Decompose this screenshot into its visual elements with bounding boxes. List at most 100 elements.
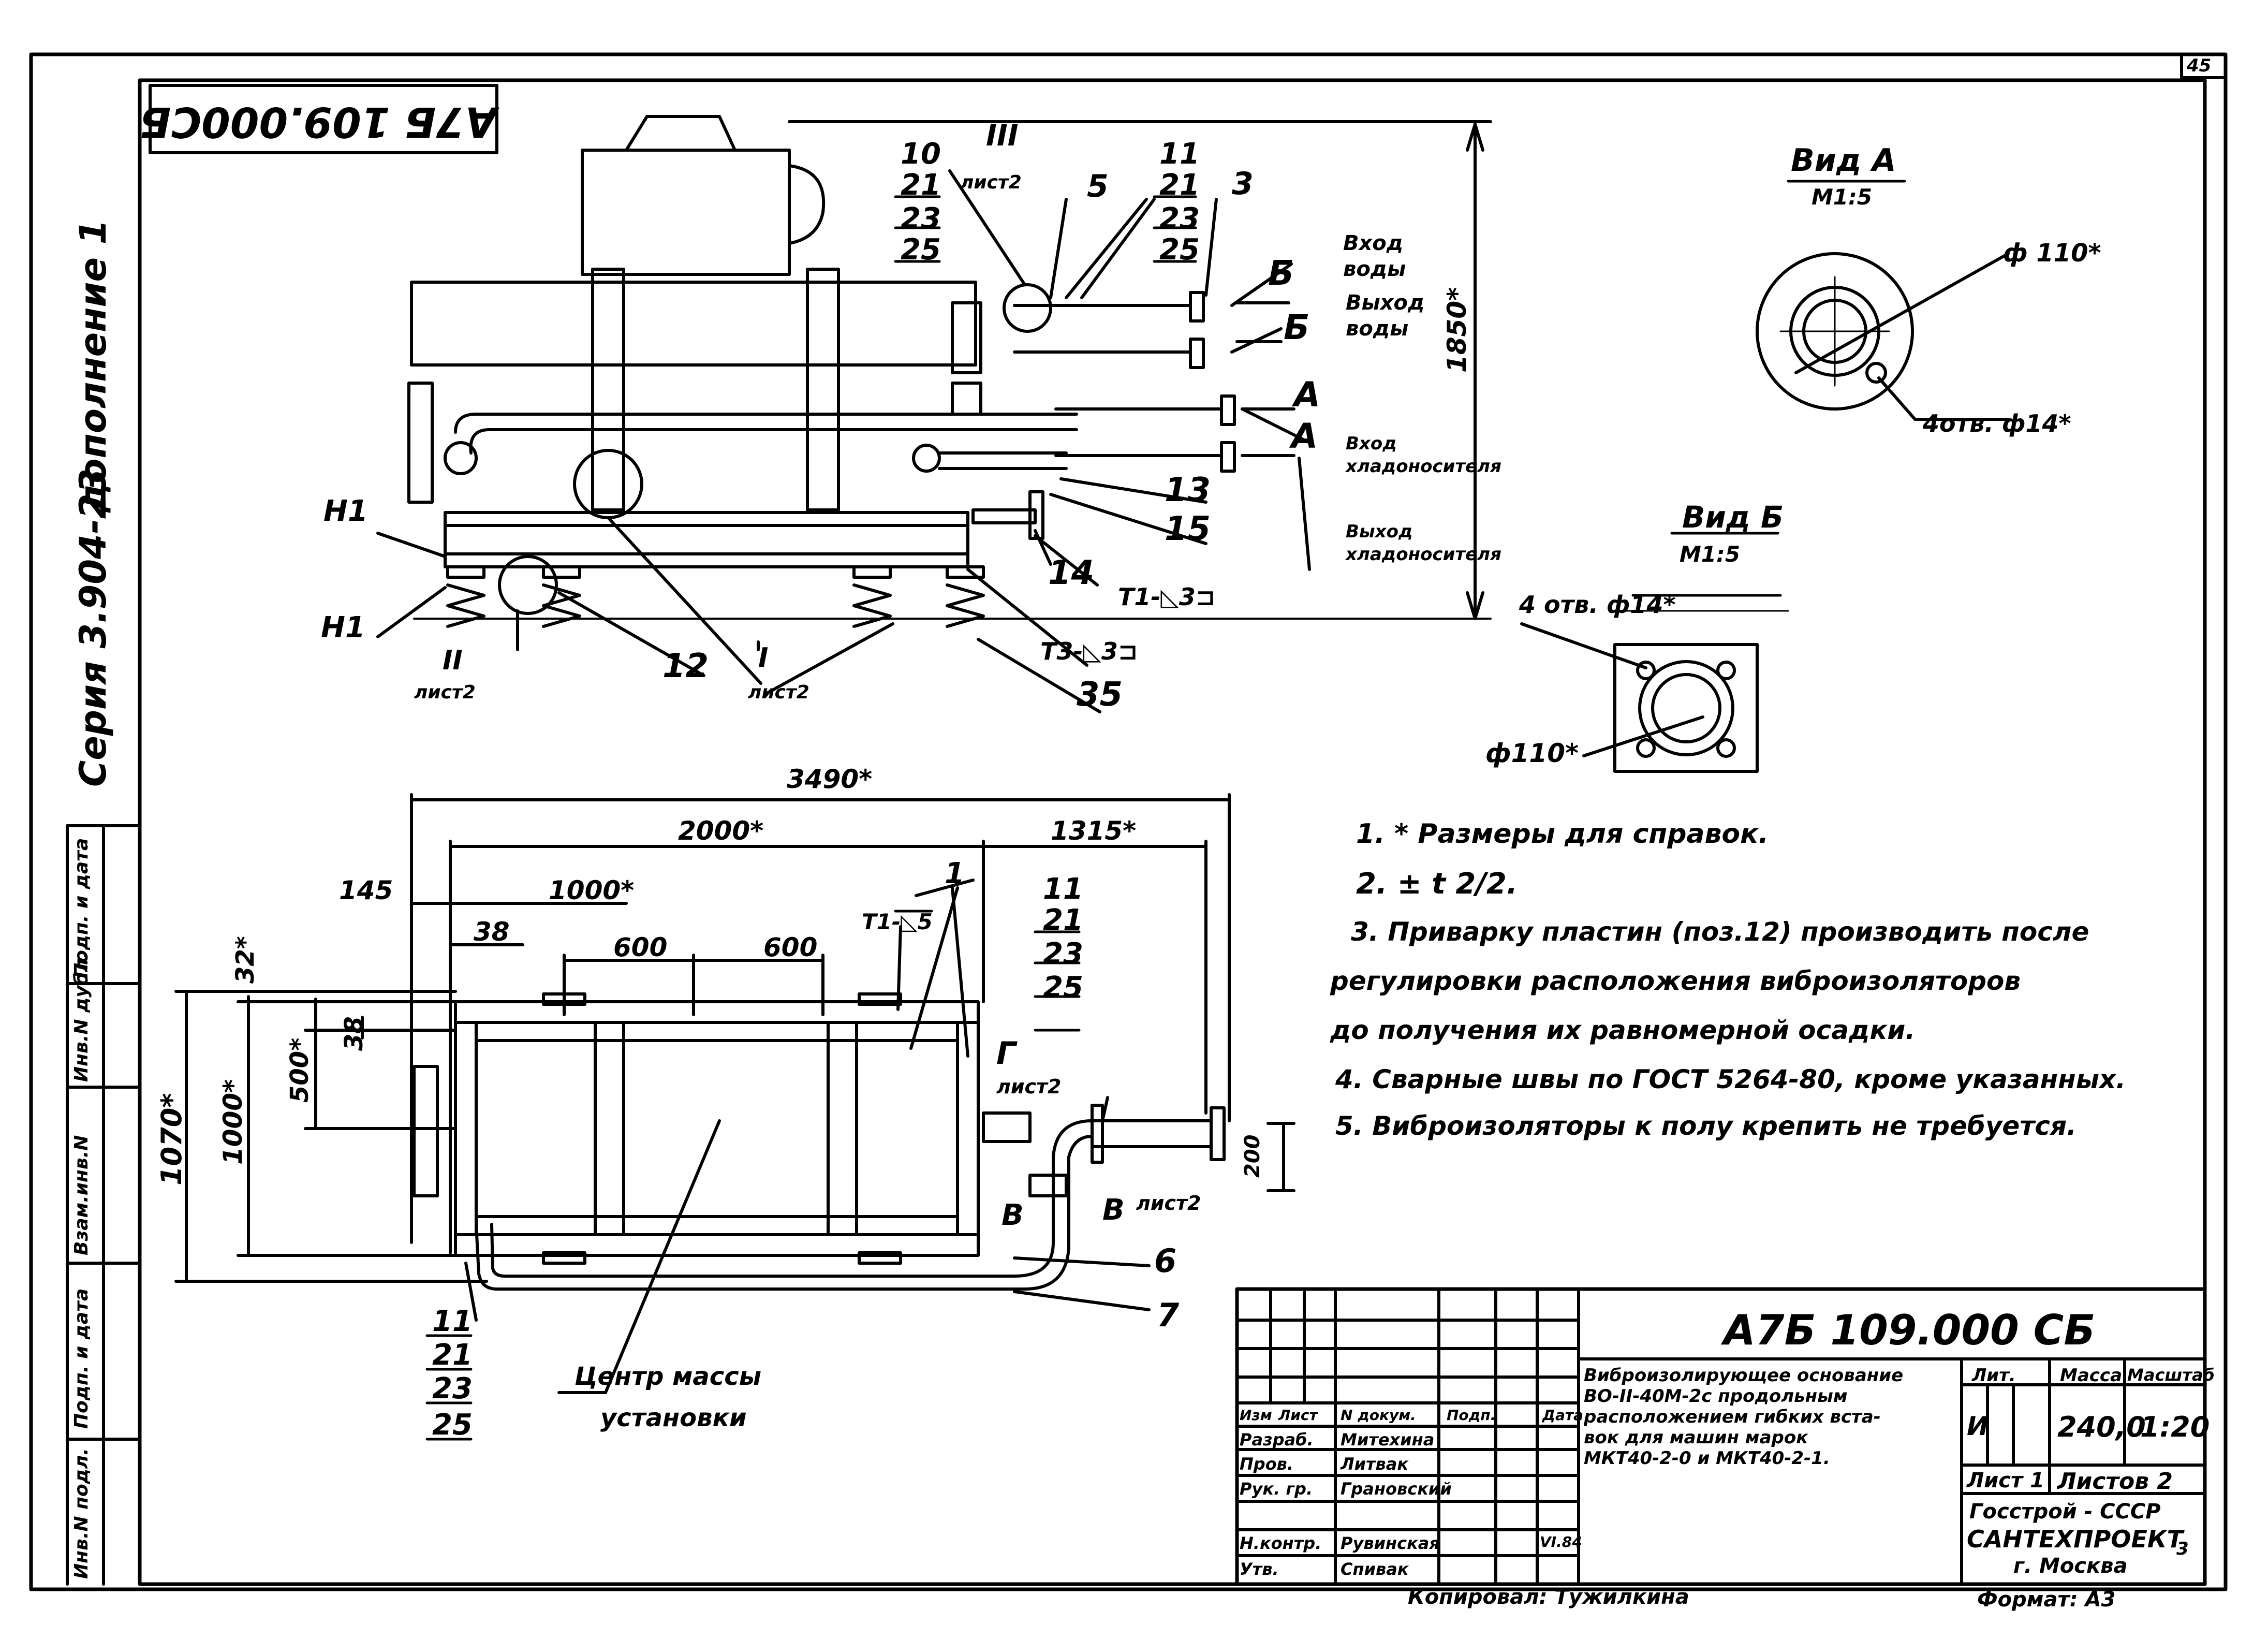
section-III: III — [986, 119, 1019, 153]
dim-2000: 2000* — [678, 816, 764, 846]
center-mass-label-1: Центр массы — [575, 1362, 762, 1391]
col-header-izm: Изм — [1240, 1407, 1272, 1424]
name-3: Грановский — [1341, 1479, 1452, 1499]
section-I-sheet: лист2 — [748, 682, 809, 703]
col-header-doc: N докум. — [1341, 1407, 1416, 1424]
weld-T3: Т3-◺3⊐ — [1040, 637, 1138, 665]
title-block-desc-2: ВО-II-40М-2с продольным — [1584, 1386, 1848, 1407]
series-side-label: Серия 3.904-23 — [72, 468, 114, 787]
role-5: Утв. — [1240, 1559, 1279, 1579]
role-4: Н.контр. — [1240, 1533, 1322, 1553]
plan-callout-bottom-a: 11 — [432, 1305, 473, 1338]
date-signed: VI.84 — [1540, 1533, 1582, 1550]
dim-600-b: 600 — [763, 932, 818, 962]
pos-5: 5 — [1087, 168, 1109, 204]
view-b-diameter: ф110* — [1485, 738, 1579, 768]
section-I: I — [758, 642, 769, 674]
section-III-sheet: лист2 — [960, 172, 1022, 193]
view-b-title: Вид Б — [1682, 500, 1784, 535]
supplement-side-label: дополнение 1 — [72, 219, 114, 513]
sheet-number: 45 — [2187, 55, 2212, 76]
plan-callout-11-a: 11 — [1043, 872, 1083, 906]
name-5: Спивак — [1341, 1559, 1409, 1579]
view-a-diameter: ф 110* — [2003, 239, 2101, 268]
note-5: 5. Виброизоляторы к полу крепить не треб… — [1335, 1111, 2077, 1141]
title-block-desc-5: МКТ40-2-0 и МКТ40-2-1. — [1584, 1448, 1830, 1469]
dim-500: 500* — [285, 1037, 314, 1103]
lit-label: Лит. — [1972, 1365, 2016, 1386]
plan-callout-11-c: 23 — [1043, 937, 1083, 971]
callout-11-b: 21 — [1159, 168, 1200, 202]
pos-7: 7 — [1157, 1296, 1180, 1334]
col-header-list: Лист — [1278, 1407, 1318, 1424]
section-V-sheet: лист2 — [1136, 1192, 1201, 1214]
side-table-label-2: Подп. и дата — [71, 1288, 92, 1429]
col-header-date: Дата — [1542, 1407, 1583, 1424]
section-G: Г — [996, 1035, 1017, 1072]
section-G-sheet: лист2 — [996, 1075, 1062, 1098]
title-block-code: А7Б 109.000 СБ — [1724, 1306, 2096, 1354]
dim-38-v: 38 — [340, 1016, 369, 1051]
dim-145: 145 — [339, 875, 393, 905]
section-V-left: В — [1002, 1198, 1024, 1232]
plan-callout-11-d: 25 — [1043, 971, 1083, 1004]
water-in-label: Вход воды — [1343, 231, 1406, 281]
note-3: 3. Приварку пластин (поз.12) производить… — [1351, 917, 2089, 947]
dim-1070: 1070* — [155, 1093, 188, 1186]
note-3-cont-2: до получения их равномерной осадки. — [1330, 1015, 1916, 1045]
name-4: Рувинская — [1341, 1533, 1440, 1553]
callout-11-c: 23 — [1159, 202, 1200, 236]
note-4: 4. Сварные швы по ГОСТ 5264-80, кроме ук… — [1335, 1064, 2126, 1094]
side-table-label-5: Подп. и дата — [71, 838, 92, 978]
dim-600-a: 600 — [613, 932, 668, 962]
pos-H1-bottom: Н1 — [321, 611, 365, 645]
mass-value: 240,0 — [2057, 1411, 2146, 1443]
view-b-holes: 4 отв. ф14* — [1519, 591, 1676, 619]
pos-12: 12 — [662, 647, 709, 685]
pos-1: 1 — [945, 857, 965, 890]
mass-label: Масса — [2060, 1365, 2123, 1386]
view-a-scale: М1:5 — [1812, 184, 1873, 210]
org-number: 3 — [2176, 1539, 2189, 1559]
center-mass-label-2: установки — [600, 1403, 747, 1432]
callout-10-a: 10 — [901, 137, 941, 171]
scale-label: Масштаб — [2127, 1365, 2215, 1385]
dim-200: 200 — [1241, 1134, 1264, 1178]
note-1: 1. * Размеры для справок. — [1356, 818, 1769, 850]
coolant-in-label: Вход хладоносителя — [1346, 433, 1501, 477]
org-line-1: Госстрой - СССР — [1969, 1500, 2161, 1524]
title-block-desc-1: Виброизолирующее основание — [1584, 1365, 1904, 1386]
dim-32: 32* — [231, 936, 260, 984]
title-block-desc-4: вок для машин марок — [1584, 1427, 1808, 1448]
dim-38-h: 38 — [474, 917, 510, 947]
callout-10-c: 23 — [901, 202, 941, 236]
plan-callout-bottom-b: 21 — [432, 1338, 473, 1372]
role-1: Разраб. — [1240, 1430, 1314, 1450]
sheets-label: Листов 2 — [2057, 1468, 2173, 1495]
side-table-label-3: Взам.инв.N — [71, 1135, 92, 1255]
pos-3: 3 — [1232, 166, 1254, 202]
pos-H1-top: Н1 — [323, 494, 368, 528]
water-out-label: Выход воды — [1346, 291, 1425, 341]
coolant-out-label: Выход хладоносителя — [1346, 521, 1501, 565]
scale-value: 1:20 — [2140, 1411, 2210, 1443]
callout-11-d: 25 — [1159, 233, 1200, 267]
dim-1000-v: 1000* — [218, 1079, 248, 1165]
pos-13: 13 — [1165, 471, 1211, 509]
view-a-holes: 4отв. ф14* — [1923, 409, 2071, 437]
label-A-2: А — [1291, 416, 1318, 456]
section-II-sheet: лист2 — [414, 682, 476, 703]
weld-T1-5: Т1-◺5 — [862, 909, 933, 934]
callout-10-d: 25 — [901, 233, 941, 267]
callout-11-a: 11 — [1159, 137, 1200, 171]
org-line-3: г. Москва — [2013, 1554, 2128, 1578]
dim-3490: 3490* — [787, 764, 873, 794]
rotated-document-code: А7Б 109.000СБ — [139, 98, 497, 146]
format-label: Формат: А3 — [1977, 1588, 2116, 1612]
dim-1850: 1850* — [1442, 287, 1472, 373]
note-2: 2. ± t 2/2. — [1356, 867, 1518, 901]
pos-15: 15 — [1165, 510, 1211, 548]
plan-callout-bottom-c: 23 — [432, 1372, 473, 1406]
label-B-1: Б — [1268, 253, 1294, 293]
